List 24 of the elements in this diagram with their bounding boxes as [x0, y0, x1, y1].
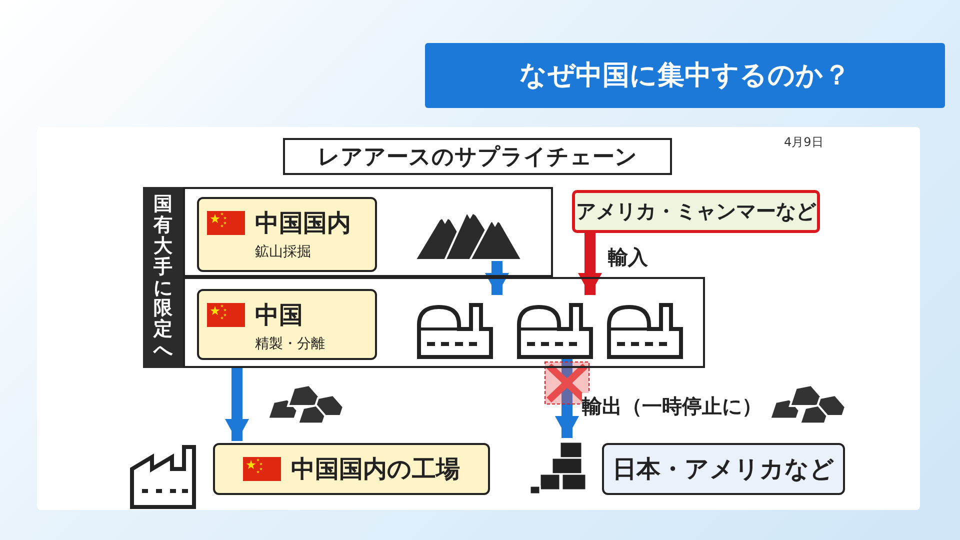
- node-heading: 中国国内: [255, 208, 351, 239]
- label-box: [283, 138, 672, 175]
- label-box: [197, 197, 377, 272]
- node-label: 日本・アメリカなど: [612, 454, 834, 485]
- date-label: 4月9日: [784, 134, 824, 151]
- node-subtext: 精製・分離: [255, 335, 325, 353]
- label-box: [213, 443, 490, 495]
- stage-band: [183, 187, 553, 277]
- arrow: [225, 368, 249, 441]
- label-box: [572, 190, 820, 233]
- node-label: 中国国内の工場: [291, 454, 460, 485]
- arrow: [555, 357, 579, 438]
- node-label: 国有大手に限定へ: [154, 194, 172, 362]
- node-label: レアアースのサプライチェーン: [318, 144, 638, 172]
- edge-label: 輸入: [608, 244, 648, 271]
- stage-band: [183, 277, 705, 368]
- arrow: [578, 233, 602, 295]
- node-heading: 中国: [255, 300, 303, 331]
- label-band: [143, 187, 183, 368]
- label-box: [197, 289, 377, 360]
- title-banner: なぜ中国に集中するのか？: [425, 43, 945, 108]
- node-label: アメリカ・ミャンマーなど: [576, 198, 816, 225]
- label-box: [602, 443, 845, 495]
- node-subtext: 鉱山採掘: [255, 243, 311, 261]
